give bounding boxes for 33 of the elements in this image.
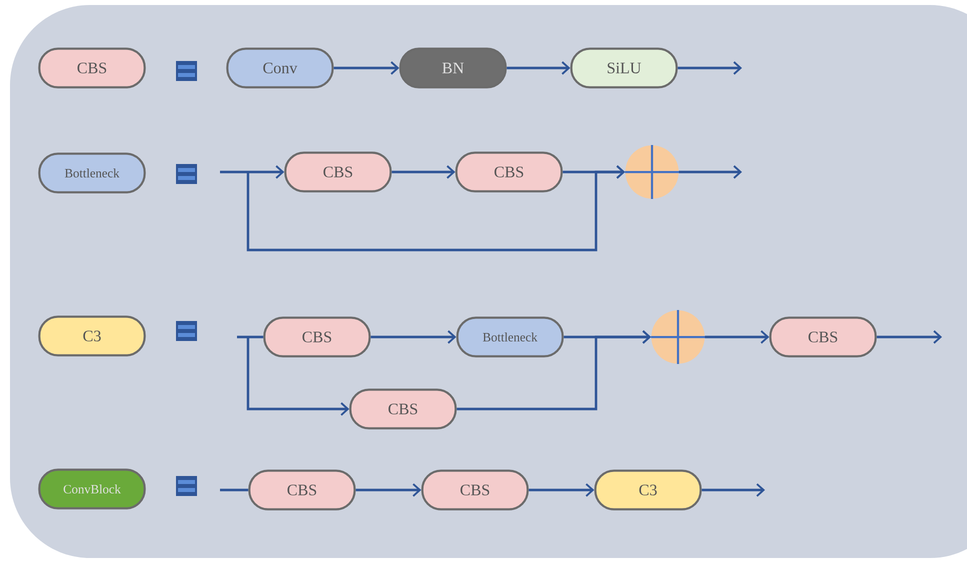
block-box: CBS (769, 316, 877, 358)
arrow (334, 61, 400, 75)
block-box: Conv (226, 48, 334, 88)
arrow (702, 483, 765, 497)
block-box: CBS (455, 152, 563, 192)
block-box: CBS (421, 470, 529, 510)
block-box: SiLU (570, 48, 678, 88)
block-box: CBS (284, 152, 392, 192)
block-box: Bottleneck (38, 152, 146, 194)
arrow (220, 165, 284, 179)
sum-circle (650, 308, 706, 366)
arrow (370, 330, 456, 344)
block-box: CBS (248, 470, 356, 510)
arrow (356, 483, 422, 497)
block-box: CBS (263, 316, 371, 358)
block-box: C3 (594, 470, 702, 510)
block-box: CBS (38, 48, 146, 88)
arrow (506, 61, 570, 75)
arrow (876, 330, 942, 344)
arrow (528, 483, 594, 497)
sum-circle (624, 144, 680, 200)
arrow (246, 337, 350, 416)
arrow (456, 330, 652, 410)
block-box: C3 (38, 316, 146, 356)
block-box: CBS (349, 388, 457, 430)
arrow (678, 61, 742, 75)
arrow (562, 165, 626, 179)
arrow (392, 165, 456, 179)
arrow (704, 330, 770, 344)
block-box: Bottleneck (456, 316, 564, 358)
block-box: BN (399, 48, 507, 88)
arrow (678, 165, 742, 179)
block-box: ConvBlock (38, 468, 146, 510)
